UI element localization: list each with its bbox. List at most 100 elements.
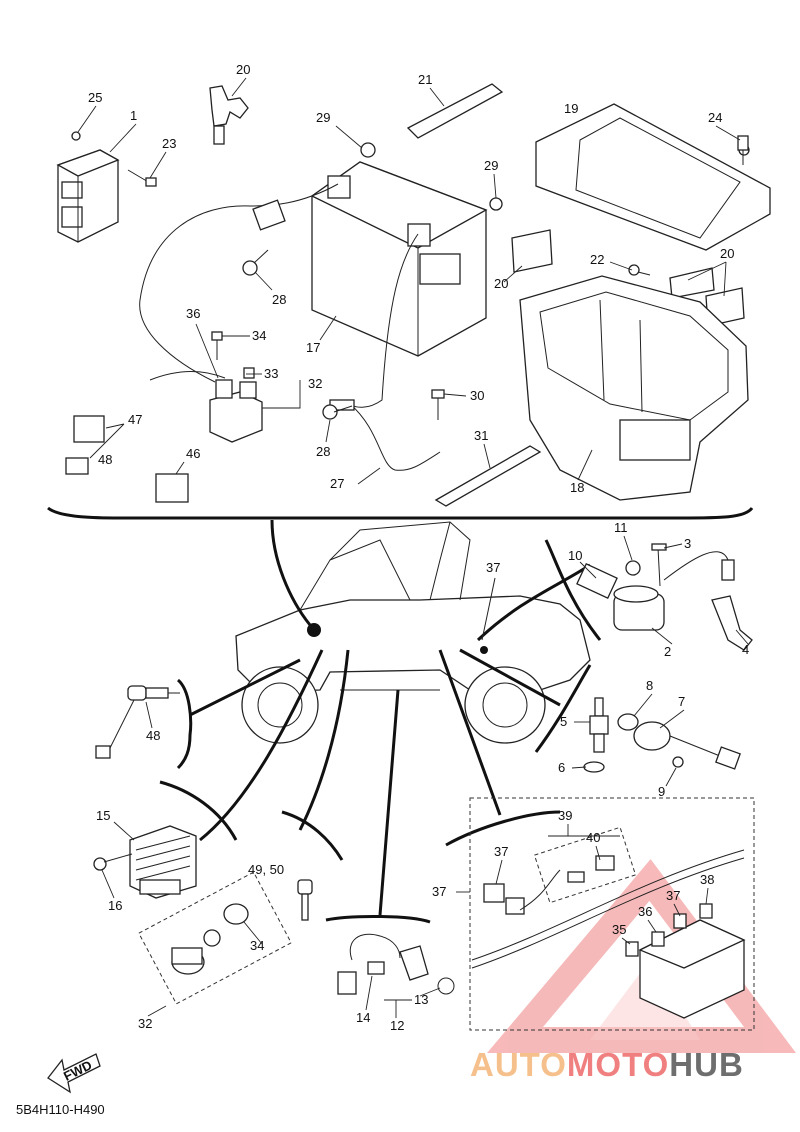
- callout-39: 36: [638, 904, 652, 919]
- speed-sensor-icon: [95, 685, 180, 759]
- callout-34: 34: [252, 328, 266, 343]
- callout-7: 7: [678, 694, 685, 709]
- watermark-part-1: AUTO: [470, 1046, 567, 1083]
- callout-27: 27: [330, 476, 344, 491]
- callout-26: 25: [88, 90, 102, 105]
- wire-harness-icon: [471, 849, 745, 969]
- section-bracket: [445, 810, 561, 847]
- bolt-icon: [431, 389, 445, 420]
- spark-plug-icon: [583, 697, 609, 773]
- callout-leaders: [77, 77, 749, 1018]
- callout-22: 21: [418, 72, 432, 87]
- section-bracket: [159, 780, 238, 841]
- pad-icon: [669, 267, 715, 299]
- fwd-label: FWD: [61, 1057, 94, 1083]
- battery-icon: [310, 142, 503, 357]
- callout-37: 36: [186, 306, 200, 321]
- callout-2: 2: [664, 644, 671, 659]
- cable-tie-icon: [434, 445, 542, 507]
- ecu-unit-icon: [56, 131, 120, 243]
- callout-30: 31: [474, 428, 488, 443]
- callout-16: 16: [108, 898, 122, 913]
- callout-44: 40: [586, 830, 600, 845]
- callout-11: 11: [614, 520, 628, 535]
- key-icon: [297, 879, 313, 921]
- callout-12: 12: [390, 1018, 404, 1033]
- section-bracket: [281, 810, 344, 861]
- leader-line: [298, 649, 350, 831]
- sensor-icon: [617, 713, 741, 770]
- callout-24: 23: [162, 136, 176, 151]
- diagram-code: 5B4H110-H490: [16, 1102, 105, 1117]
- starter-relay-icon: [209, 367, 263, 443]
- main-switch-icon: [171, 903, 249, 975]
- callout-4: 4: [742, 642, 749, 657]
- battery-strap-icon: [406, 83, 504, 139]
- callout-20b: 20: [720, 246, 734, 261]
- leader-line: [459, 648, 561, 707]
- battery-cable-icon: [139, 183, 441, 471]
- watermark-text: AUTOMOTOHUB: [470, 1046, 744, 1084]
- callout-49-50: 49, 50: [248, 862, 284, 877]
- callout-41: 37: [494, 844, 508, 859]
- callout-31: 30: [470, 388, 484, 403]
- callout-23: 22: [590, 252, 604, 267]
- screw-icon: [737, 135, 749, 165]
- group-box: [533, 826, 637, 904]
- callout-37c: 37: [432, 884, 446, 899]
- callout-43: 39: [558, 808, 572, 823]
- leader-line: [270, 519, 312, 626]
- callout-14: 14: [356, 1010, 370, 1025]
- leader-line: [378, 689, 400, 916]
- crank-sensor-icon: [337, 933, 455, 995]
- callout-47: 48: [98, 452, 112, 467]
- battery-cover-icon: [535, 103, 771, 251]
- bolt-icon: [127, 169, 157, 187]
- section-bracket: [176, 678, 193, 770]
- leader-line: [481, 577, 496, 641]
- section-bracket: [325, 914, 431, 924]
- bolt-icon: [322, 404, 353, 420]
- callout-5: 5: [560, 714, 567, 729]
- fwd-arrow-icon: [47, 1053, 101, 1094]
- callout-20: 20: [494, 276, 508, 291]
- callout-1: 1: [130, 108, 137, 123]
- rectifier-regulator-icon: [93, 825, 197, 899]
- callout-15: 15: [96, 808, 110, 823]
- callout-25: 24: [708, 110, 722, 125]
- callout-45: 46: [186, 446, 200, 461]
- leader-line: [199, 649, 324, 842]
- callout-17: 17: [306, 340, 320, 355]
- callout-42: 38: [700, 872, 714, 887]
- callout-6: 6: [558, 760, 565, 775]
- callout-3: 3: [684, 536, 691, 551]
- callout-35: 32: [138, 1016, 152, 1031]
- watermark-part-3: HUB: [669, 1046, 744, 1083]
- callout-38: 35: [612, 922, 626, 937]
- callout-29: 29: [316, 110, 330, 125]
- callout-36: 34: [250, 938, 264, 953]
- utv-vehicle-icon: [235, 521, 591, 744]
- leader-line: [438, 649, 502, 816]
- watermark-part-2: MOTO: [566, 1046, 670, 1083]
- screw-icon: [628, 264, 651, 276]
- callout-33: 33: [264, 366, 278, 381]
- callout-19: 19: [564, 101, 578, 116]
- clamp-icon: [209, 85, 249, 145]
- callout-21: 20: [236, 62, 250, 77]
- leader-line: [189, 658, 301, 717]
- callout-10: 10: [568, 548, 582, 563]
- bolt-icon: [211, 331, 223, 360]
- section-bracket: [544, 539, 602, 641]
- callout-29b: 29: [484, 158, 498, 173]
- callout-9: 9: [658, 784, 665, 799]
- group-box: [469, 797, 755, 1031]
- group-box: [138, 871, 292, 1005]
- callout-labels: 25 1 23 20 21 29 29 19 24 20 20 22 28 17…: [61, 62, 749, 1084]
- ignition-coil-icon: [576, 543, 753, 651]
- callout-18: 18: [570, 480, 584, 495]
- callout-32: 32: [308, 376, 322, 391]
- battery-box-icon: [519, 275, 749, 501]
- callout-13: 13: [414, 992, 428, 1007]
